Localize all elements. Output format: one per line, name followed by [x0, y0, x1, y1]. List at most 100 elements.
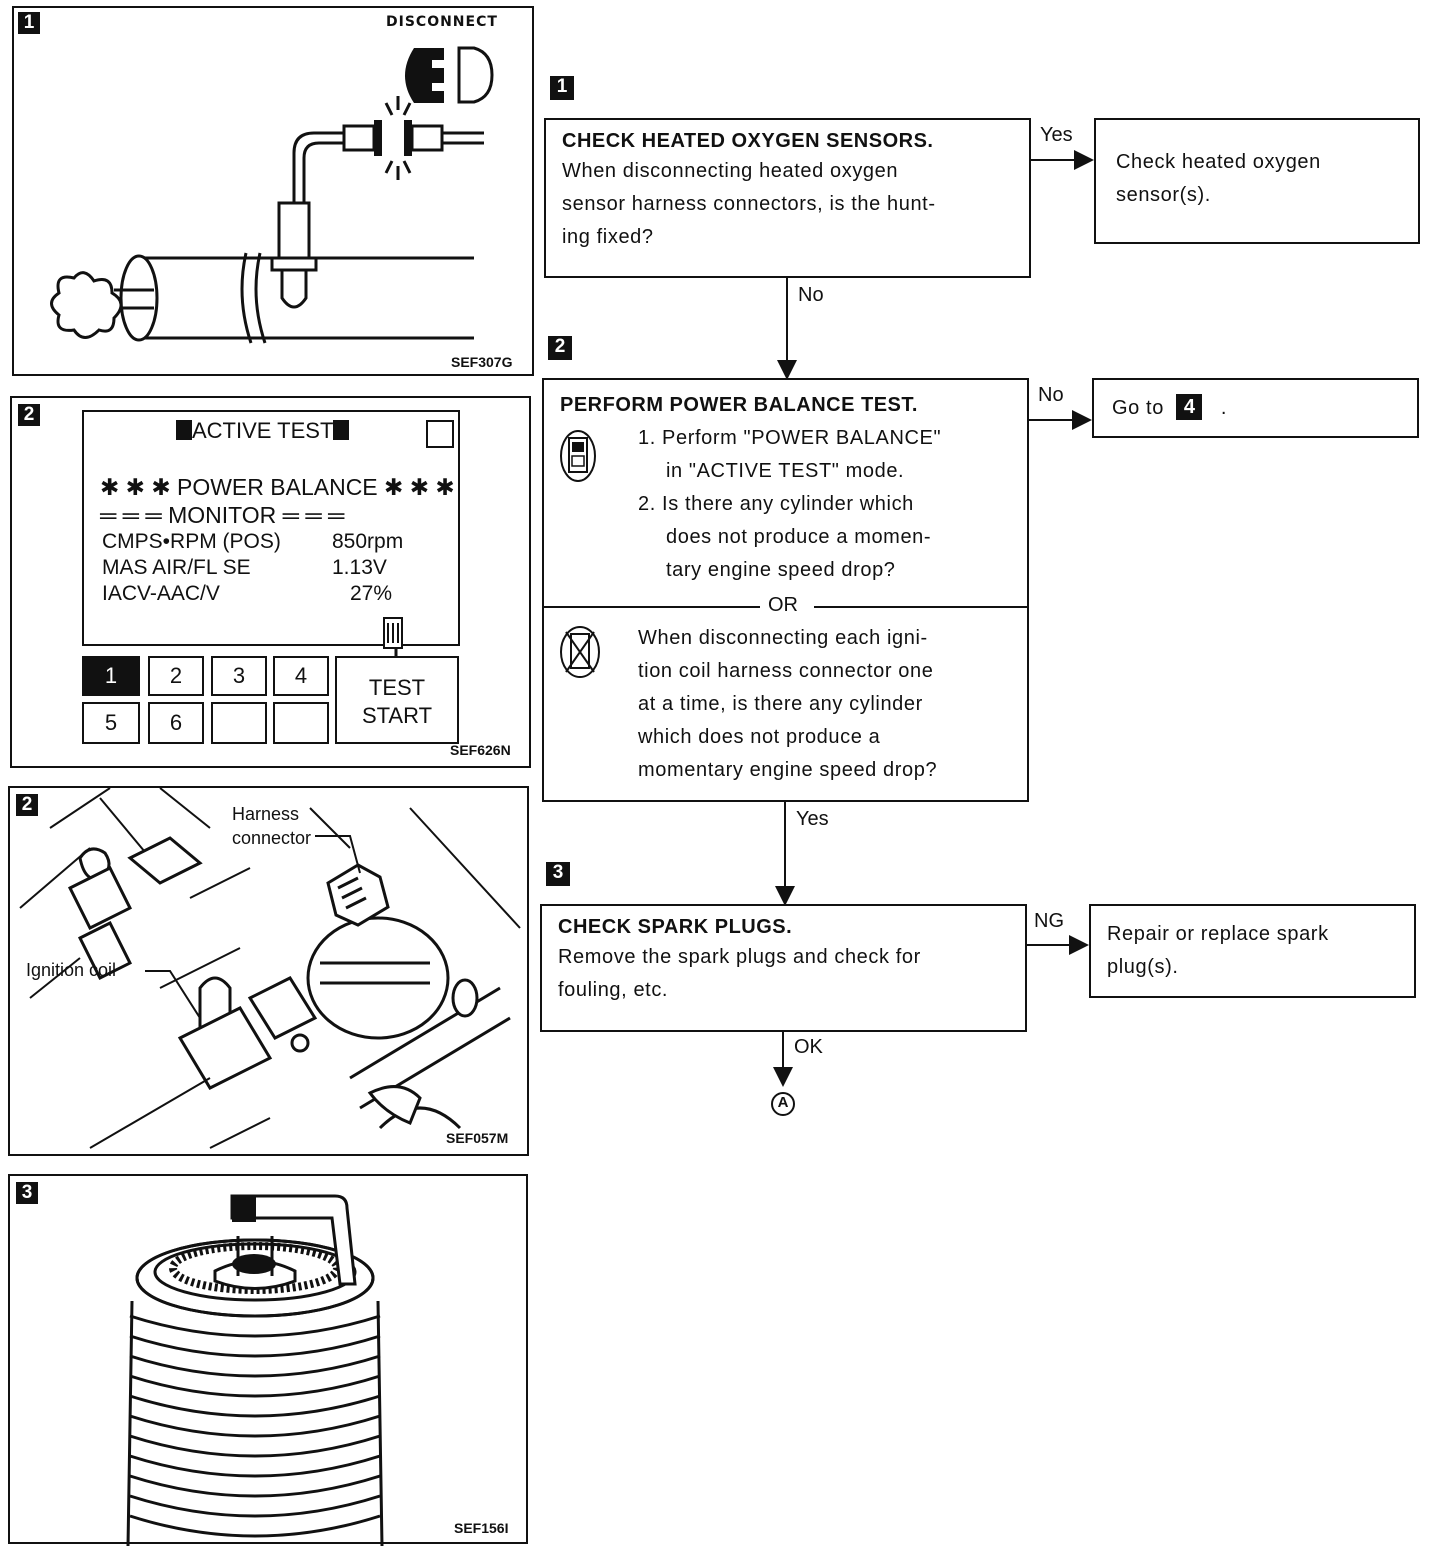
figure-step-badge: 1	[18, 12, 40, 34]
step2-item1-line: in "ACTIVE TEST" mode.	[666, 460, 905, 482]
step3-box: CHECK SPARK PLUGS. Remove the spark plug…	[540, 904, 1027, 1032]
square-icon	[333, 420, 350, 440]
or-divider-line-left	[544, 606, 760, 608]
monitor-row: CMPS•RPM (POS) 850rpm	[102, 530, 403, 554]
figure-code: SEF057M	[446, 1130, 509, 1146]
step1-yes-label: Yes	[1040, 124, 1073, 146]
step2-alt-line: at a time, is there any cylinder	[638, 693, 923, 715]
connector-label-a: A	[777, 1094, 789, 1111]
cylinder-key-6[interactable]: 6	[148, 702, 204, 744]
monitor-heading: ═ ═ ═ MONITOR ═ ═ ═	[100, 502, 344, 529]
step2-item2-line: tary engine speed drop?	[666, 559, 896, 581]
harness-label-line: Harness	[232, 804, 300, 824]
step-badge-1: 1	[550, 76, 574, 100]
test-start-button[interactable]: TEST START	[335, 656, 459, 744]
step1-box: CHECK HEATED OXYGEN SENSORS. When discon…	[544, 118, 1031, 278]
blank-key[interactable]	[273, 702, 329, 744]
monitor-item-name: MAS AIR/FL SE	[102, 556, 251, 579]
monitor-row: IACV-AAC/V 27%	[102, 582, 392, 606]
step3-ok-label: OK	[794, 1036, 823, 1058]
disconnect-label: DISCONNECT	[386, 14, 498, 30]
consult-tester-icon	[560, 430, 596, 482]
goto-period: .	[1220, 397, 1227, 419]
step-badge-3: 3	[546, 862, 570, 886]
step1-yes-result-box: Check heated oxygen sensor(s).	[1094, 118, 1420, 244]
test-start-label-line: TEST	[368, 675, 426, 700]
step2-yes-label: Yes	[796, 808, 829, 830]
screen-corner-box	[426, 420, 454, 448]
figure-oxygen-sensor: 1 DISCONNECT SEF307G	[12, 6, 534, 376]
figure-step-badge: 2	[18, 404, 40, 426]
step1-no-label: No	[798, 284, 824, 306]
figure-spark-plug: 3 SEF156I	[8, 1174, 528, 1546]
ignition-coil-label: Ignition coil	[26, 960, 117, 980]
figure-step-badge: 3	[16, 1182, 38, 1204]
step3-line: fouling, etc.	[558, 979, 669, 1001]
step1-line: ing fixed?	[562, 226, 654, 248]
cylinder-key-2[interactable]: 2	[148, 656, 204, 696]
test-start-label-line: START	[361, 703, 433, 728]
step2-item2: 2. Is there any cylinder which does not …	[638, 488, 931, 587]
cylinder-key-4[interactable]: 4	[273, 656, 329, 696]
or-divider-line-right	[814, 606, 1029, 608]
spark-plug-illustration	[126, 1194, 384, 1546]
cylinder-key-3[interactable]: 3	[211, 656, 267, 696]
oxygen-sensor-illustration	[50, 46, 494, 344]
step2-no-label: No	[1038, 384, 1064, 406]
monitor-rule-right: ═ ═ ═	[282, 502, 345, 528]
step3-title: CHECK SPARK PLUGS.	[558, 916, 793, 938]
goto-step-badge[interactable]: 4	[1176, 394, 1203, 420]
step2-item1: 1. Perform "POWER BALANCE" in "ACTIVE TE…	[638, 422, 941, 488]
step2-alt: When disconnecting each igni- tion coil …	[638, 622, 937, 787]
blank-key[interactable]	[211, 702, 267, 744]
monitor-item-value: 850rpm	[332, 530, 404, 553]
or-label: OR	[768, 594, 798, 616]
step1-title: CHECK HEATED OXYGEN SENSORS.	[562, 130, 934, 152]
monitor-rule-left: ═ ═ ═	[100, 502, 162, 528]
figure-ignition-coil: 2 Harness connector Ignition coil SEF057…	[8, 786, 529, 1156]
step2-alt-line: tion coil harness connector one	[638, 660, 934, 682]
figure-code: SEF156I	[454, 1520, 509, 1536]
step2-alt-line: which does not produce a	[638, 726, 881, 748]
goto-text: Go to	[1112, 397, 1164, 419]
step2-item2-line: does not produce a momen-	[666, 526, 932, 548]
monitor-item-name: IACV-AAC/V	[102, 582, 220, 605]
step3-ng-result-box: Repair or replace spark plug(s).	[1089, 904, 1416, 998]
step2-item1-line: 1. Perform "POWER BALANCE"	[638, 427, 942, 449]
power-balance-heading: ✱ ✱ ✱ POWER BALANCE ✱ ✱ ✱	[100, 474, 455, 500]
step2-title: PERFORM POWER BALANCE TEST.	[560, 394, 918, 416]
square-icon	[176, 420, 192, 440]
step1-line: When disconnecting heated oxygen	[562, 160, 899, 182]
engine-illustration	[19, 788, 521, 1149]
step3-ng-result-line: plug(s).	[1107, 956, 1179, 978]
step1-yes-result-line: Check heated oxygen	[1116, 151, 1321, 173]
harness-connector-label: Harness connector	[232, 802, 311, 850]
monitor-label: MONITOR	[168, 502, 277, 528]
monitor-row: MAS AIR/FL SE 1.13V	[102, 556, 387, 580]
monitor-item-name: CMPS•RPM (POS)	[102, 530, 281, 553]
step2-alt-line: When disconnecting each igni-	[638, 627, 928, 649]
harness-label-line: connector	[232, 828, 312, 848]
figure-step-badge: 2	[16, 794, 38, 816]
step1-yes-result-line: sensor(s).	[1116, 184, 1211, 206]
step1-line: sensor harness connectors, is the hunt-	[562, 193, 936, 215]
step3-line: Remove the spark plugs and check for	[558, 946, 921, 968]
monitor-item-value: 27%	[350, 582, 393, 605]
figure-active-test-screen: 2 ACTIVE TEST ✱ ✱ ✱ POWER BALANCE ✱ ✱ ✱ …	[10, 396, 531, 768]
monitor-item-value: 1.13V	[332, 556, 387, 579]
step2-alt-line: momentary engine speed drop?	[638, 759, 938, 781]
cylinder-key-5[interactable]: 5	[82, 702, 140, 744]
connector-circle	[771, 1092, 795, 1116]
no-tester-icon	[560, 626, 600, 678]
screen-title-row: ACTIVE TEST	[176, 418, 350, 444]
consult-screen: ACTIVE TEST ✱ ✱ ✱ POWER BALANCE ✱ ✱ ✱ ═ …	[82, 410, 460, 646]
cylinder-key-1[interactable]: 1	[82, 656, 140, 696]
figure-code: SEF307G	[451, 354, 513, 370]
step-badge-2: 2	[548, 336, 572, 360]
step2-no-result-box: Go to 4 .	[1092, 378, 1419, 438]
figure-code: SEF626N	[450, 742, 511, 758]
screen-title: ACTIVE TEST	[192, 418, 334, 443]
step2-box: PERFORM POWER BALANCE TEST. 1. Perform "…	[542, 378, 1029, 802]
step3-ng-result-line: Repair or replace spark	[1107, 923, 1329, 945]
